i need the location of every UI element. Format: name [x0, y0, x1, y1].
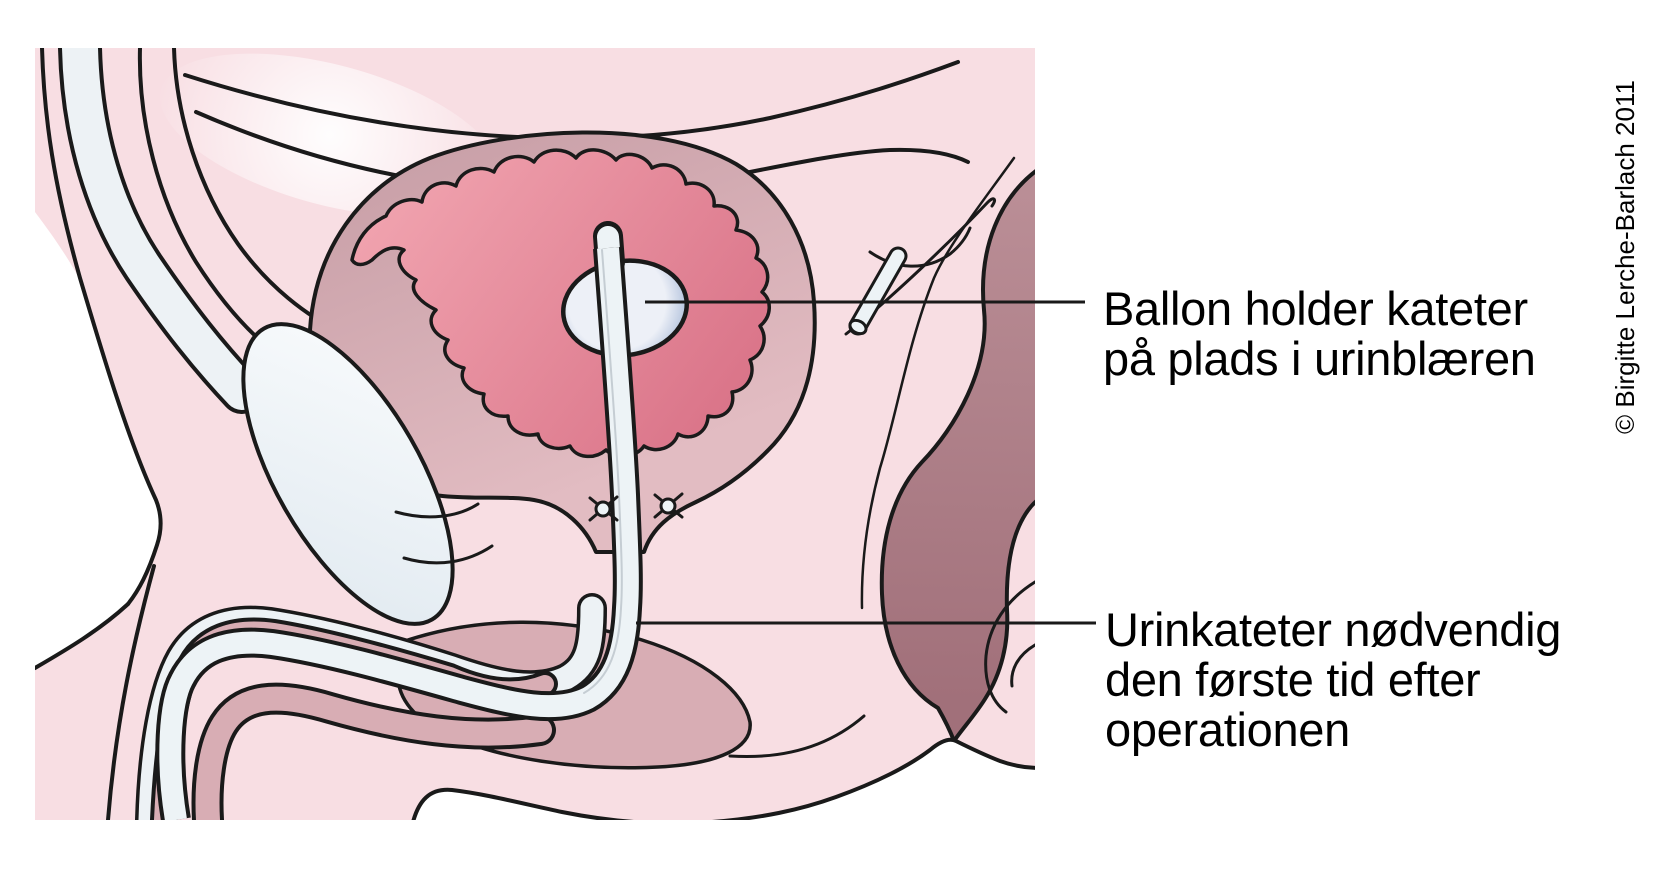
- groin-crease-white-space: [35, 212, 160, 668]
- copyright-credit: © Birgitte Lerche-Barlach 2011: [1610, 80, 1640, 434]
- perineum-white-space: [413, 739, 1035, 820]
- rectum: [879, 169, 1035, 743]
- balloon-label: Ballon holder kateter på plads i urinblæ…: [1103, 284, 1536, 384]
- perineum-outline: [411, 737, 1035, 820]
- anatomy-group: [35, 48, 1035, 820]
- balloon-label-line1: Ballon holder kateter: [1103, 282, 1528, 335]
- corpus-spongiosum: [195, 686, 552, 820]
- tissue-fold-line-1: [394, 502, 480, 519]
- balloon-label-line2: på plads i urinblæren: [1103, 332, 1536, 385]
- tissue-fold-line-2: [402, 544, 494, 565]
- perianal-fold-line: [984, 580, 1035, 714]
- ureter-stump-opening: [848, 318, 868, 336]
- bladder-interior: [350, 148, 771, 459]
- catheter-label-line2: den første tid efter: [1105, 653, 1481, 706]
- pubic-bone: [241, 322, 455, 626]
- thigh-outline: [35, 602, 130, 670]
- rectus-band: [62, 48, 260, 410]
- suture-left-icon: [588, 495, 619, 522]
- skin-outline: [40, 48, 163, 606]
- penis-root-outline: [106, 564, 156, 820]
- catheter-lumen-line: [583, 249, 623, 694]
- ureter-stump: [851, 249, 905, 333]
- perineal-line: [728, 714, 866, 759]
- suture-right-icon: [653, 492, 684, 519]
- catheter-label-line3: operationen: [1105, 703, 1350, 756]
- peritoneal-fold-line-upper: [183, 60, 960, 141]
- catheter-label-line1: Urinkateter nødvendig: [1105, 603, 1562, 656]
- catheter-label: Urinkateter nødvendig den første tid eft…: [1105, 605, 1561, 755]
- perianal-fold-line-small: [1010, 643, 1035, 688]
- abdominal-wall-line-fascia: [172, 48, 346, 336]
- catheter-tube: [159, 247, 639, 820]
